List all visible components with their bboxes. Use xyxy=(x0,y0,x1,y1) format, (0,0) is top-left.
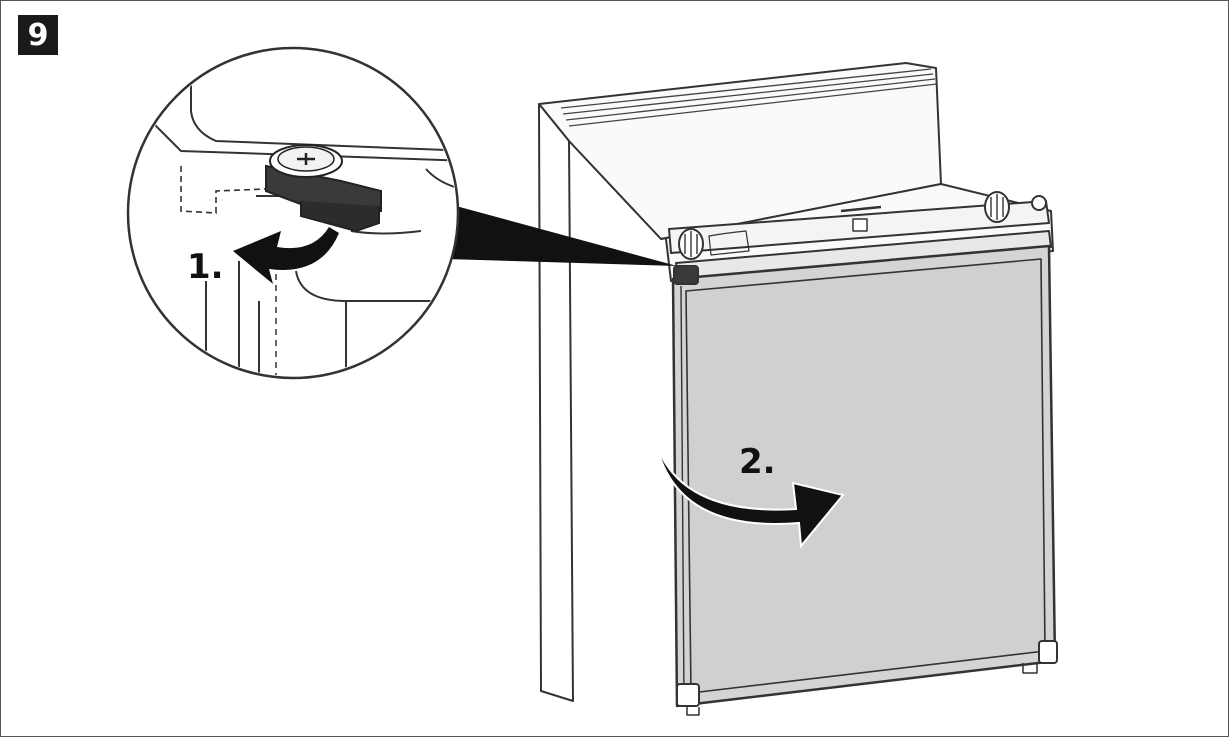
curved-arrow-icon xyxy=(655,442,845,549)
step-2-label: 2. xyxy=(739,442,776,482)
curved-arrow-icon xyxy=(233,227,339,284)
step-1-label: 1. xyxy=(187,247,224,287)
magnifier-callout: 1. xyxy=(126,46,460,380)
figure-number-badge: 9 xyxy=(18,15,58,55)
magnifier-cone xyxy=(446,206,677,266)
refrigerator-illustration xyxy=(538,62,1058,716)
latch-icon xyxy=(265,144,382,233)
